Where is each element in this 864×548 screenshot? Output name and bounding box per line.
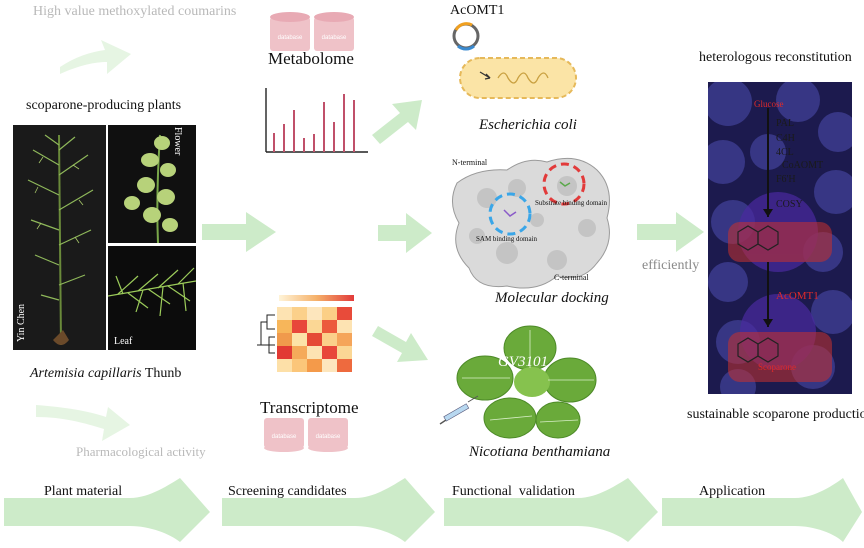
metabolome-barplot <box>265 88 368 153</box>
plant-photo-leaf <box>108 246 196 350</box>
enzyme-1: PAL <box>776 118 794 129</box>
application-bottom-label: sustainable scoparone production <box>687 407 864 422</box>
enzyme-6: COSY <box>776 199 803 210</box>
transcriptome-database-icon: database database <box>264 418 348 452</box>
step-arrows <box>4 478 862 542</box>
species-latin: Artemisia capillaris <box>30 366 142 381</box>
step-2-label: Screening candidates <box>228 484 347 499</box>
efficiently-label: efficiently <box>642 258 700 273</box>
svg-text:database: database <box>322 35 347 41</box>
metabolome-label: Metabolome <box>268 49 354 68</box>
step-1-label: Plant material <box>44 484 123 499</box>
svg-text:database: database <box>316 434 341 440</box>
enzyme-5: F6'H <box>776 174 796 185</box>
substrate-domain-label: Substrate binding domain <box>535 199 607 207</box>
n-terminal-label: N-terminal <box>452 158 488 167</box>
metabolome-database-icon: database database <box>270 12 354 51</box>
pathway-panel <box>708 82 852 394</box>
ecoli-illustration <box>452 22 577 99</box>
svg-text:database: database <box>278 35 303 41</box>
svg-text:database: database <box>272 434 297 440</box>
pharmacology-label: Pharmacological activity <box>76 444 206 459</box>
host-ecoli: Escherichia coli <box>479 117 577 133</box>
host-nicotiana: Nicotiana benthamiana <box>469 444 611 460</box>
step-4-label: Application <box>699 484 766 499</box>
photo-label-flower: Flower <box>172 127 183 156</box>
key-enzyme-label: AcOMT1 <box>776 290 819 302</box>
photo-label-leaf: Leaf <box>114 336 133 347</box>
plant-photo-flower <box>108 125 196 243</box>
product-label: Scoparone <box>758 362 796 372</box>
coumarins-title: High value methoxylated coumarins <box>33 4 237 19</box>
species-author: Thunb <box>144 366 182 381</box>
enzyme-3: 4CL <box>776 147 794 158</box>
gene-label: AcOMT1 <box>450 3 505 18</box>
pathway-start: Glucose <box>754 99 784 109</box>
application-title: heterologous reconstitution <box>699 50 852 65</box>
photo-label-yinchen: Yin Chen <box>16 303 27 342</box>
transcriptome-label: Transcriptome <box>260 398 359 417</box>
plant-photo-main <box>13 125 106 350</box>
enzyme-4: CoAOMT <box>782 160 824 171</box>
nicotiana-illustration <box>439 325 597 439</box>
transcriptome-heatmap <box>257 295 354 372</box>
enzyme-2: C4H <box>776 133 795 144</box>
decor-arrow-bottom <box>36 405 130 441</box>
docking-label: Molecular docking <box>495 290 609 306</box>
sam-domain-label: SAM binding domain <box>476 235 538 243</box>
c-terminal-label: C-terminal <box>554 273 589 282</box>
decor-arrow-top <box>60 40 131 74</box>
docking-structure <box>447 148 617 298</box>
species-name: Artemisia capillaris Thunb <box>30 366 181 382</box>
step-3-label: Functional validation <box>452 484 575 499</box>
plants-title: scoparone-producing plants <box>26 98 182 113</box>
strain-label: GV3101 <box>498 354 548 370</box>
